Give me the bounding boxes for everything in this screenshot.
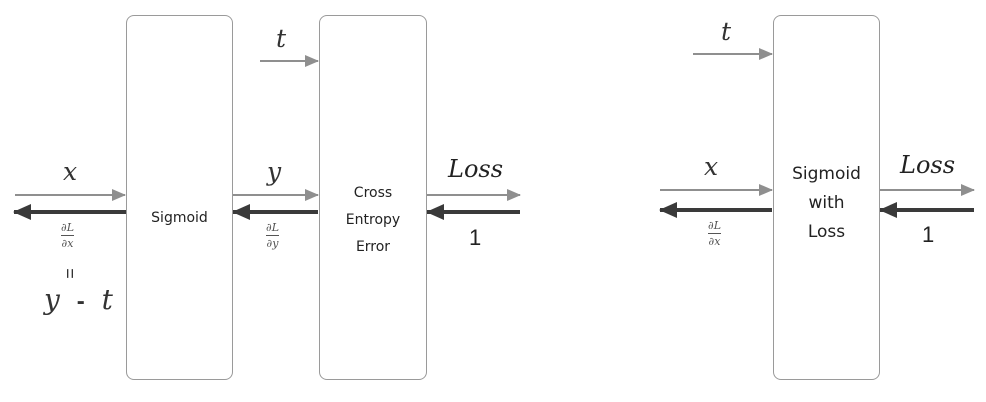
fraction-bar xyxy=(61,235,74,236)
cross-entropy-line-1: Cross xyxy=(353,185,393,201)
result-minus: - xyxy=(76,288,85,315)
input-x-label-right: x xyxy=(704,152,719,181)
sigmoid-with-loss-line-2: with xyxy=(808,193,845,213)
result-t: t xyxy=(101,283,113,316)
result-y: y xyxy=(44,283,60,316)
fraction-bar xyxy=(708,233,721,234)
middle-y-label: y xyxy=(267,157,282,186)
sigmoid-with-loss-line-3: Loss xyxy=(807,222,846,242)
input-t-label: t xyxy=(276,24,287,53)
fraction-bar xyxy=(266,235,279,236)
grad-dx-fraction-right: ∂L ∂x xyxy=(708,219,721,248)
grad-dx-fraction: ∂L ∂x xyxy=(61,221,74,250)
grad-dy-numerator: ∂L xyxy=(266,221,279,234)
grad-dx-denominator-right: ∂x xyxy=(708,235,721,248)
grad-dx-numerator-right: ∂L xyxy=(708,219,721,232)
sigmoid-label: Sigmoid xyxy=(151,210,208,226)
cross-entropy-node: Cross Entropy Error xyxy=(319,15,427,380)
sigmoid-with-loss-line-1: Sigmoid xyxy=(792,164,861,184)
grad-dx-numerator: ∂L xyxy=(61,221,74,234)
equals-sign: = xyxy=(59,268,80,279)
gradient-result: y - t xyxy=(44,283,113,316)
input-x-label: x xyxy=(63,157,78,186)
sigmoid-with-loss-node: Sigmoid with Loss xyxy=(773,15,880,380)
output-loss-label: Loss xyxy=(448,155,504,183)
input-t-label-right: t xyxy=(721,17,732,46)
backward-one-label-right: 1 xyxy=(922,222,935,247)
grad-dx-denominator: ∂x xyxy=(61,237,74,250)
output-loss-label-right: Loss xyxy=(900,151,956,179)
sigmoid-node: Sigmoid xyxy=(126,15,233,380)
grad-dy-fraction: ∂L ∂y xyxy=(266,221,279,250)
cross-entropy-line-3: Error xyxy=(355,239,391,255)
cross-entropy-line-2: Entropy xyxy=(345,212,401,228)
backward-one-label: 1 xyxy=(469,225,482,250)
grad-dy-denominator: ∂y xyxy=(266,237,279,250)
